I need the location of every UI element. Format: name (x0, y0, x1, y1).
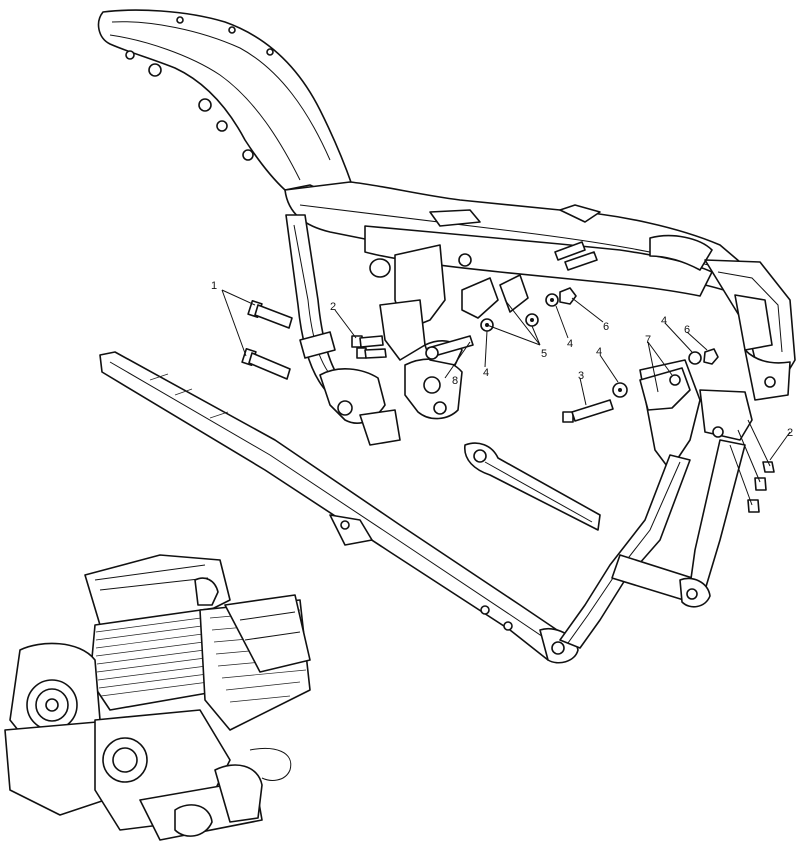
nut-6-upper (559, 287, 577, 305)
callout-3: 3 (578, 370, 584, 382)
callout-6-right: 6 (684, 324, 690, 336)
washer-nut-4-6-right (688, 348, 719, 365)
callout-5: 5 (541, 348, 547, 360)
bracket-7 (639, 367, 691, 411)
callout-1: 1 (211, 280, 217, 292)
frame-left-downtube (285, 214, 401, 446)
frame-upper-crossmember (284, 181, 741, 297)
washers-4-center (480, 293, 559, 332)
bolt-2-upper (351, 335, 387, 359)
frame-lower-cradle-tube (99, 351, 579, 664)
callout-6-upper: 6 (603, 321, 609, 333)
callout-4-center-high: 4 (567, 338, 573, 350)
bolt-1-upper (247, 299, 293, 329)
callout-7: 7 (645, 334, 651, 346)
studs-top (554, 241, 598, 271)
bolt-3 (562, 399, 614, 423)
callout-leaders (221, 289, 791, 461)
callout-2-left: 2 (330, 301, 336, 313)
mount-plates-5 (461, 274, 529, 319)
bolts-2-right (729, 419, 775, 513)
engine-illustration (4, 554, 311, 841)
callout-2-right: 2 (787, 427, 793, 439)
frame-backbone (97, 9, 353, 206)
washer-4-right (612, 382, 628, 398)
callout-labels: 1 2 8 4 5 4 6 3 4 7 4 6 2 (211, 280, 793, 439)
callout-4-right-low: 4 (596, 346, 602, 358)
callout-4-right-high: 4 (661, 315, 667, 327)
bolt-8 (425, 335, 474, 360)
frame-right-rear (639, 259, 796, 471)
bolt-1-lower (241, 347, 291, 380)
frame-lower-strut (464, 442, 601, 531)
callout-8: 8 (452, 375, 458, 387)
callout-4-center-low: 4 (483, 367, 489, 379)
frame-front-downtube (559, 439, 746, 649)
